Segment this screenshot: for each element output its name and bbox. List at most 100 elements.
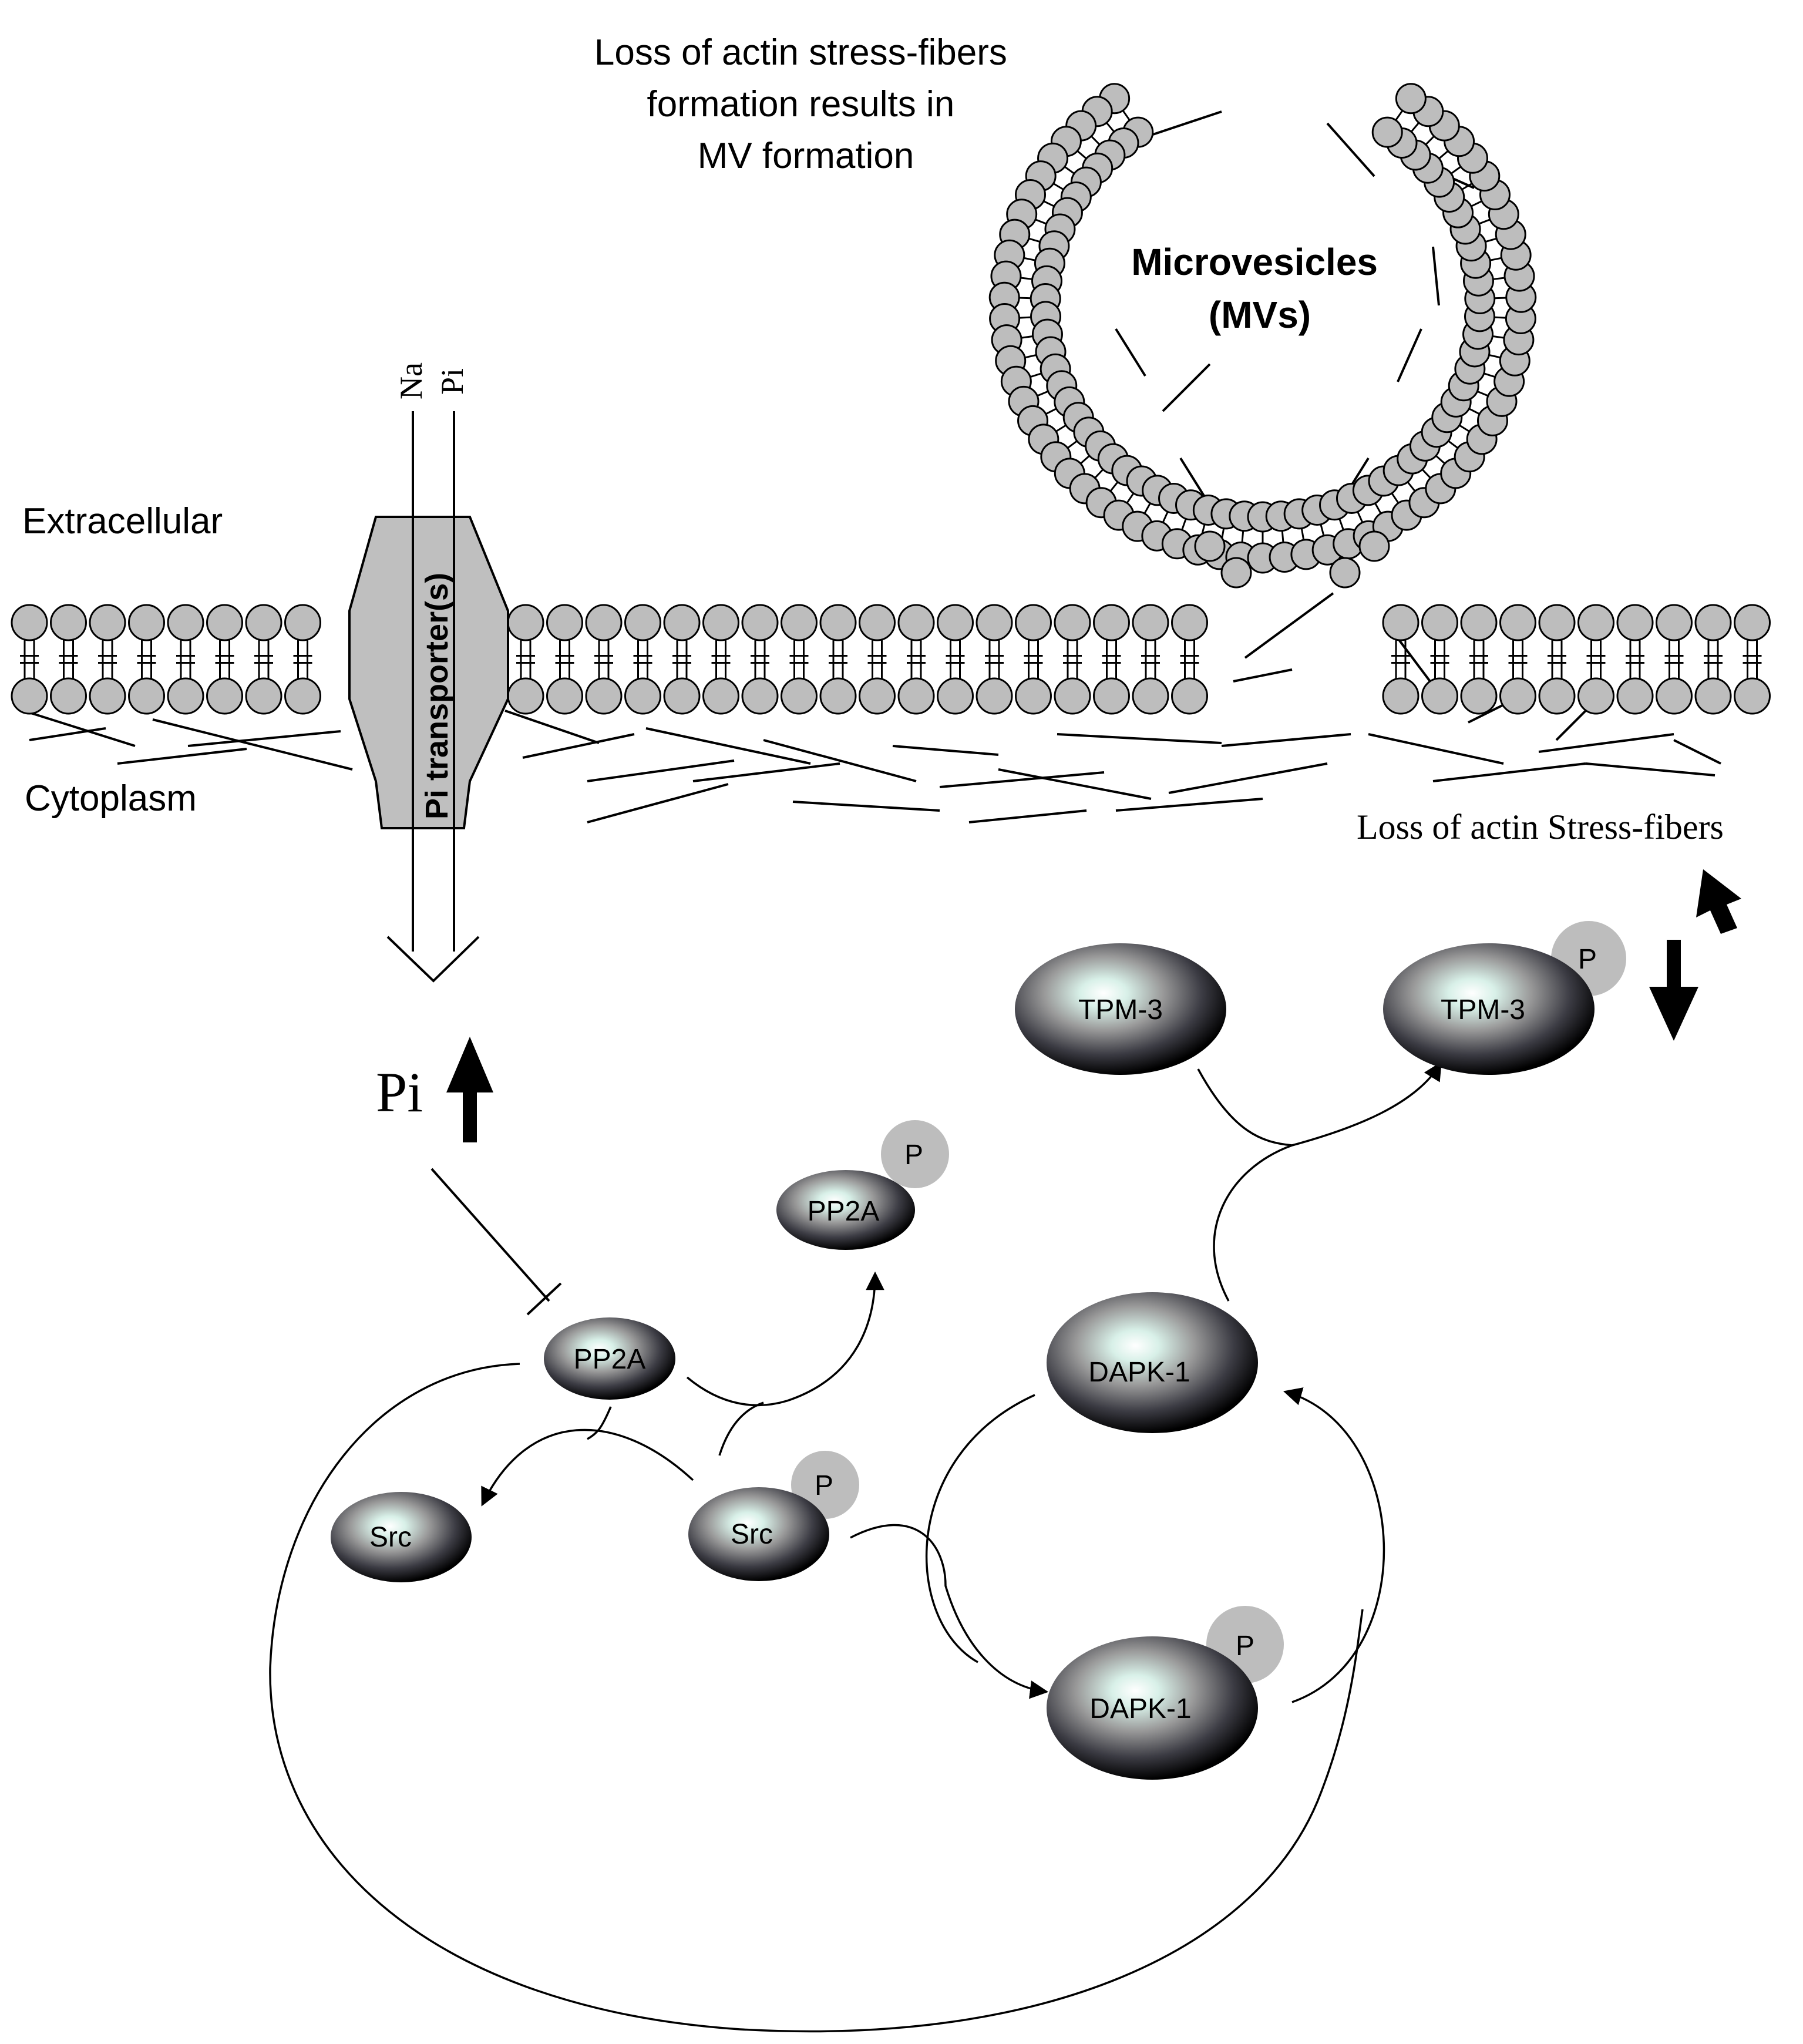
src-p-node: Src P — [688, 1451, 859, 1581]
lipid-pair — [1616, 604, 1654, 715]
actin-filament — [522, 733, 635, 759]
stress-fiber-down-arrow — [1649, 940, 1698, 1041]
lipid-pair — [11, 604, 48, 715]
actin-filament — [1057, 733, 1222, 744]
neck-lipid — [1220, 557, 1252, 589]
vesicle-actin — [1162, 363, 1211, 412]
src-p-to-dapk1-p-arrow — [850, 1524, 1049, 1699]
actin-filament — [504, 710, 600, 744]
loss-stress-fibers-label: Loss of actin Stress-fibers — [1357, 808, 1724, 846]
pi-up-arrow — [446, 1037, 493, 1142]
lipid-pair — [1054, 604, 1091, 715]
pp2a-p-label: PP2A — [808, 1196, 880, 1227]
lipid-pair — [1656, 604, 1693, 715]
tpm3-label: TPM-3 — [1078, 994, 1163, 1026]
tpm3-p-label: TPM-3 — [1441, 994, 1525, 1026]
lipid-pair — [1499, 604, 1536, 715]
lipid-pair — [937, 604, 974, 715]
actin-filament — [117, 748, 247, 765]
lipid-pair — [284, 604, 321, 715]
dapk1-p-node: DAPK-1 P — [1047, 1606, 1284, 1780]
lipid-pair — [1421, 604, 1458, 715]
vesicle-actin — [1151, 110, 1222, 136]
dapk1-p-tag: P — [1236, 1631, 1254, 1662]
lipid-pair — [1577, 604, 1614, 715]
lipid-pair — [663, 604, 701, 715]
microvesicles-line-2: (MVs) — [1209, 294, 1311, 336]
pathway-connectors — [269, 1061, 1442, 2033]
caption-line-1: Loss of actin stress-fibers — [594, 32, 1007, 73]
lipid-pair — [819, 604, 857, 715]
protein-nodes: PP2A PP2A P Src Src P DAPK-1 DAPK-1 P — [331, 921, 1626, 1780]
lipid-pair — [1015, 604, 1052, 715]
lipid-pair — [741, 604, 779, 715]
dapk1-to-tpm3-arrow — [1213, 1061, 1442, 1302]
actin-filament — [1244, 592, 1334, 659]
caption-line-2: formation results in — [647, 84, 955, 125]
actin-filament — [939, 771, 1105, 788]
inhibition-bar — [526, 1282, 562, 1316]
tpm3-p-tag: P — [1578, 944, 1597, 975]
lipid-pair — [781, 604, 818, 715]
pi-transporter: Pi transporter(s) — [348, 516, 509, 829]
actin-filament — [1368, 733, 1504, 765]
microvesicles-line-1: Microvesicles — [1131, 241, 1378, 283]
lipid-pair — [1382, 604, 1419, 715]
plasma-membrane — [11, 604, 1771, 715]
actin-filament — [1221, 733, 1351, 747]
actin-filament — [1585, 762, 1715, 776]
lipid-pair — [897, 604, 935, 715]
actin-filament — [1233, 668, 1293, 683]
na-label: Na — [393, 362, 429, 399]
vesicle-actin — [1115, 328, 1146, 377]
neck-lipid — [1194, 530, 1226, 562]
actin-filament — [1538, 733, 1674, 753]
lipid-pair — [975, 604, 1013, 715]
lipid-pair — [1093, 604, 1130, 715]
src-p-branch — [718, 1401, 764, 1456]
src-label: Src — [369, 1522, 412, 1553]
lipid-pair — [546, 604, 583, 715]
pp2a-to-pp2a-p-arrow — [686, 1271, 884, 1407]
lipid-pair — [702, 604, 739, 715]
lipid-pair — [167, 604, 204, 715]
lipid-pair — [1734, 604, 1771, 715]
actin-filament — [645, 727, 811, 765]
dapk1-left-arc — [925, 1394, 1035, 1663]
actin-filament — [587, 759, 735, 782]
stress-fiber-up-arrow — [1696, 869, 1741, 934]
lipid-pair — [859, 604, 896, 715]
src-node: Src — [331, 1492, 472, 1582]
actin-filament — [152, 718, 353, 771]
dapk1-p-to-dapk1-arrow — [1283, 1387, 1385, 1703]
pp2a-p-node: PP2A P — [776, 1120, 949, 1250]
tpm3-node: TPM-3 — [1015, 943, 1226, 1075]
dapk1-node: DAPK-1 — [1047, 1292, 1258, 1433]
src-p-label: Src — [731, 1519, 773, 1550]
actin-filament — [1168, 762, 1328, 794]
lipid-pair — [50, 604, 87, 715]
lipid-pair — [1171, 604, 1208, 715]
feedback-loop — [269, 1363, 1364, 2033]
caption-line-3: MV formation — [698, 136, 914, 176]
actin-filament — [892, 745, 999, 756]
microvesicle-membrane — [988, 83, 1537, 589]
actin-filament — [998, 768, 1152, 800]
lipid-pair — [1538, 604, 1576, 715]
dapk1-label: DAPK-1 — [1088, 1357, 1190, 1388]
actin-filament — [1432, 762, 1586, 782]
lipid-pair — [1132, 604, 1169, 715]
vesicle-actin — [1397, 328, 1422, 382]
lipid-pair — [245, 604, 282, 715]
pp2a-p-tag: P — [904, 1139, 923, 1171]
transport-arrow: Na Pi — [386, 362, 480, 983]
lipid-pair — [585, 604, 623, 715]
actin-filament — [692, 762, 840, 782]
tpm3-p-node: TPM-3 P — [1383, 921, 1626, 1075]
actin-filament — [1673, 739, 1721, 765]
pi-inhibits-pp2a — [430, 1168, 550, 1302]
dapk1-p-label: DAPK-1 — [1089, 1693, 1191, 1724]
actin-filament — [587, 783, 729, 823]
actin-filament — [23, 710, 136, 747]
vesicle-actin — [1432, 246, 1440, 306]
